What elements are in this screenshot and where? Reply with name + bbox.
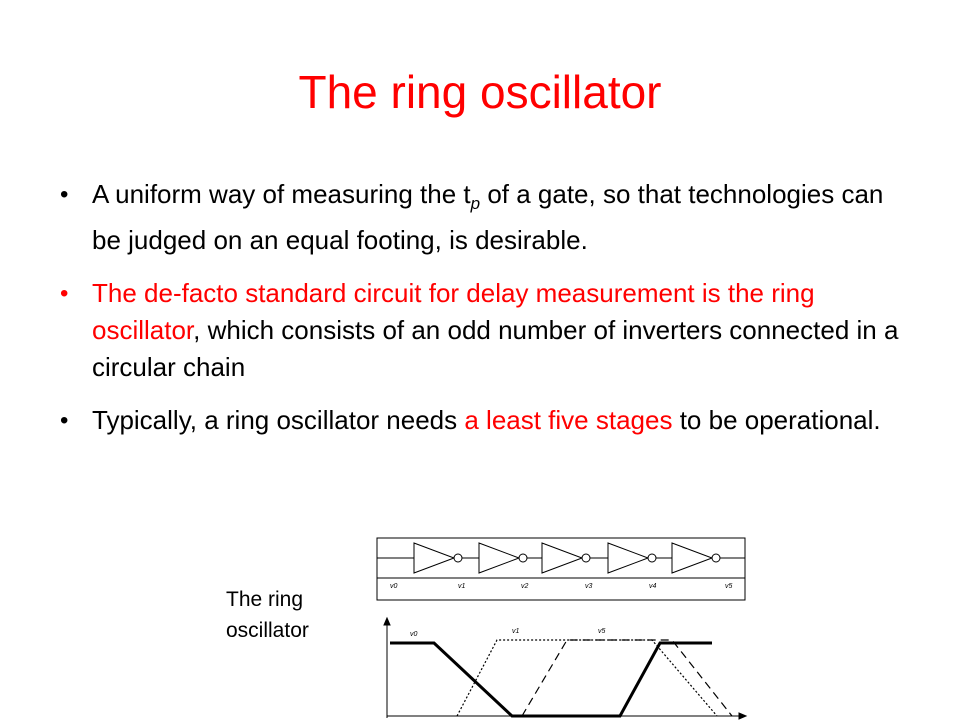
ring-oscillator-figure: v0 v1 v2 v3 v4 v5 v0 v1 v5 — [376, 537, 748, 720]
highlight-segment: The de-facto standard circuit for delay … — [92, 278, 815, 346]
text-segment: to be operational. — [672, 405, 881, 436]
bullet-text: A uniform way of measuring the tp of a g… — [92, 179, 883, 255]
waveform-label: v0 — [410, 631, 418, 638]
x-axis-arrow-icon — [738, 712, 748, 720]
inverter-icon — [607, 542, 657, 574]
node-label: v5 — [725, 583, 733, 590]
node-label: v3 — [585, 583, 593, 590]
bullet-text: Typically, a ring oscillator needs a lea… — [92, 405, 881, 435]
bullet-dot-icon: • — [60, 407, 69, 435]
text-segment: Typically, a ring oscillator needs — [92, 405, 465, 436]
bullet-dot-icon: • — [60, 181, 69, 208]
node-label: v4 — [649, 583, 657, 590]
slide-title: The ring oscillator — [298, 66, 662, 118]
subscript-segment: p — [470, 194, 481, 214]
node-label: v2 — [521, 583, 529, 590]
bullet-item: • Typically, a ring oscillator needs a l… — [60, 402, 900, 439]
ring-oscillator-circuit — [376, 537, 746, 601]
waveform-label: v1 — [512, 628, 520, 635]
node-label: v1 — [458, 583, 466, 590]
waveform-label: v5 — [598, 628, 606, 635]
bullet-text: The de-facto standard circuit for delay … — [92, 278, 898, 382]
inverter-icon — [541, 542, 591, 574]
waveform-v0 — [390, 641, 712, 718]
highlight-segment: a least five stages — [464, 405, 673, 436]
inverter-icon — [413, 542, 463, 574]
inverter-icon — [671, 542, 721, 574]
y-axis-arrow-icon — [383, 616, 391, 626]
bullet-list: • A uniform way of measuring the tp of a… — [60, 176, 900, 455]
bullet-dot-icon: • — [60, 280, 69, 308]
node-label: v0 — [390, 583, 398, 590]
bullet-item: • The de-facto standard circuit for dela… — [60, 275, 900, 386]
waveform-v1 — [456, 639, 718, 717]
waveform-v5 — [521, 639, 733, 717]
figure-caption: The ring oscillator — [226, 588, 309, 642]
circuit-frame — [376, 537, 746, 601]
text-segment: , which consists of an odd number of inv… — [92, 315, 899, 383]
inverter-icon — [478, 542, 528, 574]
bullet-item: • A uniform way of measuring the tp of a… — [60, 176, 900, 259]
text-segment: of a gate, so that technologies can be j… — [92, 179, 884, 256]
text-segment: A uniform way of measuring the t — [92, 179, 471, 209]
waveform-plot — [383, 616, 748, 720]
